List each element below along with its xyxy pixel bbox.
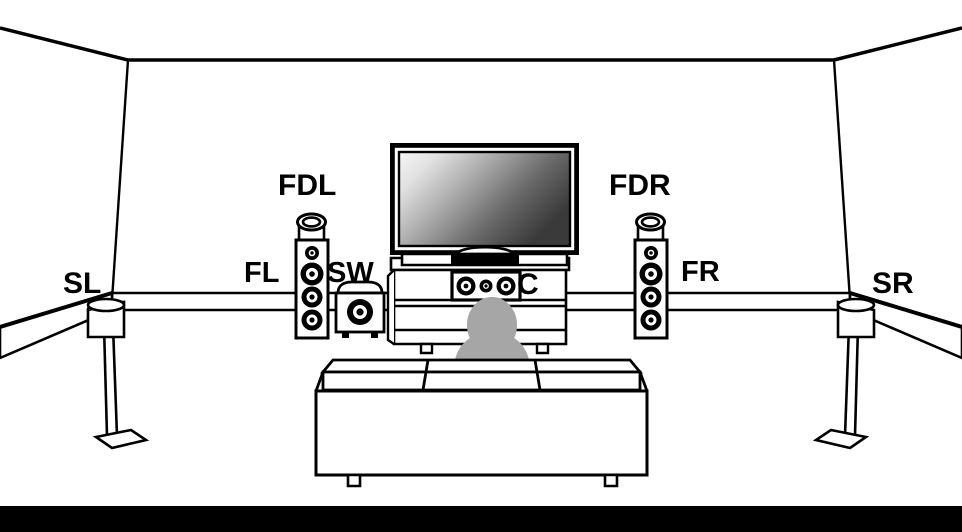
- sub-driver-dust: [356, 308, 364, 316]
- fr-driver-3-dust: [648, 317, 654, 323]
- corner-line-left: [110, 59, 130, 301]
- dolby-module-right[interactable]: [635, 212, 666, 245]
- sofa-cushion-row: [321, 370, 642, 392]
- sub-foot-left: [342, 332, 349, 338]
- speaker-subwoofer[interactable]: [334, 280, 386, 338]
- sub-top-cap: [336, 280, 384, 295]
- sofa-backrest-top: [320, 358, 643, 374]
- fl-tweeter-dust: [310, 251, 314, 255]
- fl-driver-3-dust: [309, 317, 315, 323]
- footer-bar: [0, 506, 962, 532]
- speaker-surround-left[interactable]: [86, 297, 150, 450]
- sofa-arm-right: [638, 371, 649, 392]
- label-fdr: FDR: [609, 169, 671, 202]
- tv-screen: [397, 150, 572, 248]
- television[interactable]: [390, 143, 579, 267]
- corner-line-right: [832, 59, 852, 301]
- sofa-cushion-split-2: [533, 359, 542, 391]
- label-fdl: FDL: [278, 169, 336, 202]
- label-sl: SL: [63, 267, 101, 300]
- sofa-cushion-split-1: [421, 359, 430, 391]
- speaker-surround-right[interactable]: [812, 297, 876, 450]
- sofa-arm-left: [314, 371, 325, 392]
- tv-base-dark: [451, 253, 519, 266]
- person-head: [467, 297, 517, 353]
- fr-driver-2-dust: [648, 294, 654, 300]
- label-fr: FR: [681, 256, 720, 288]
- sofa-foot-left: [346, 473, 362, 488]
- fdr-module-top-inner: [640, 216, 661, 228]
- ceiling-line-left: [0, 26, 129, 62]
- room-walls: [0, 26, 962, 301]
- speaker-tower-left[interactable]: [294, 212, 330, 340]
- sr-cabinet-top-ellipse: [836, 297, 876, 313]
- fdl-module-top-inner: [301, 216, 322, 228]
- center-driver-right-dust: [503, 283, 509, 289]
- center-driver-mid-dust: [484, 284, 488, 288]
- center-driver-left-dust: [463, 283, 469, 289]
- sr-stand-base: [812, 428, 870, 450]
- sub-foot-right: [371, 332, 378, 338]
- ceiling-line-right: [833, 26, 962, 62]
- sl-cabinet-top-ellipse: [86, 297, 126, 313]
- label-sw: SW: [327, 257, 374, 289]
- sl-stand-pole: [102, 324, 119, 438]
- speaker-tower-right[interactable]: [633, 212, 669, 340]
- label-c: C: [517, 268, 539, 301]
- fl-driver-1-dust: [309, 271, 315, 277]
- speaker-center[interactable]: [450, 270, 522, 302]
- speaker-labels: FDL FL SW C FDR FR SL SR: [63, 169, 914, 301]
- sofa[interactable]: [314, 358, 649, 488]
- sr-stand-pole: [843, 324, 860, 438]
- sofa-foot-right: [603, 473, 619, 488]
- label-sr: SR: [872, 267, 914, 300]
- cabinet-foot-right: [535, 342, 550, 355]
- label-fl: FL: [244, 257, 279, 289]
- cabinet-side-left: [386, 269, 395, 345]
- fr-tweeter-dust: [649, 251, 653, 255]
- fr-driver-1-dust: [648, 271, 654, 277]
- sofa-body: [314, 389, 649, 477]
- chair-rail-shadow: [0, 291, 962, 329]
- sl-stand-base: [92, 428, 150, 450]
- fl-driver-2-dust: [309, 294, 315, 300]
- cabinet-foot-left: [419, 342, 434, 355]
